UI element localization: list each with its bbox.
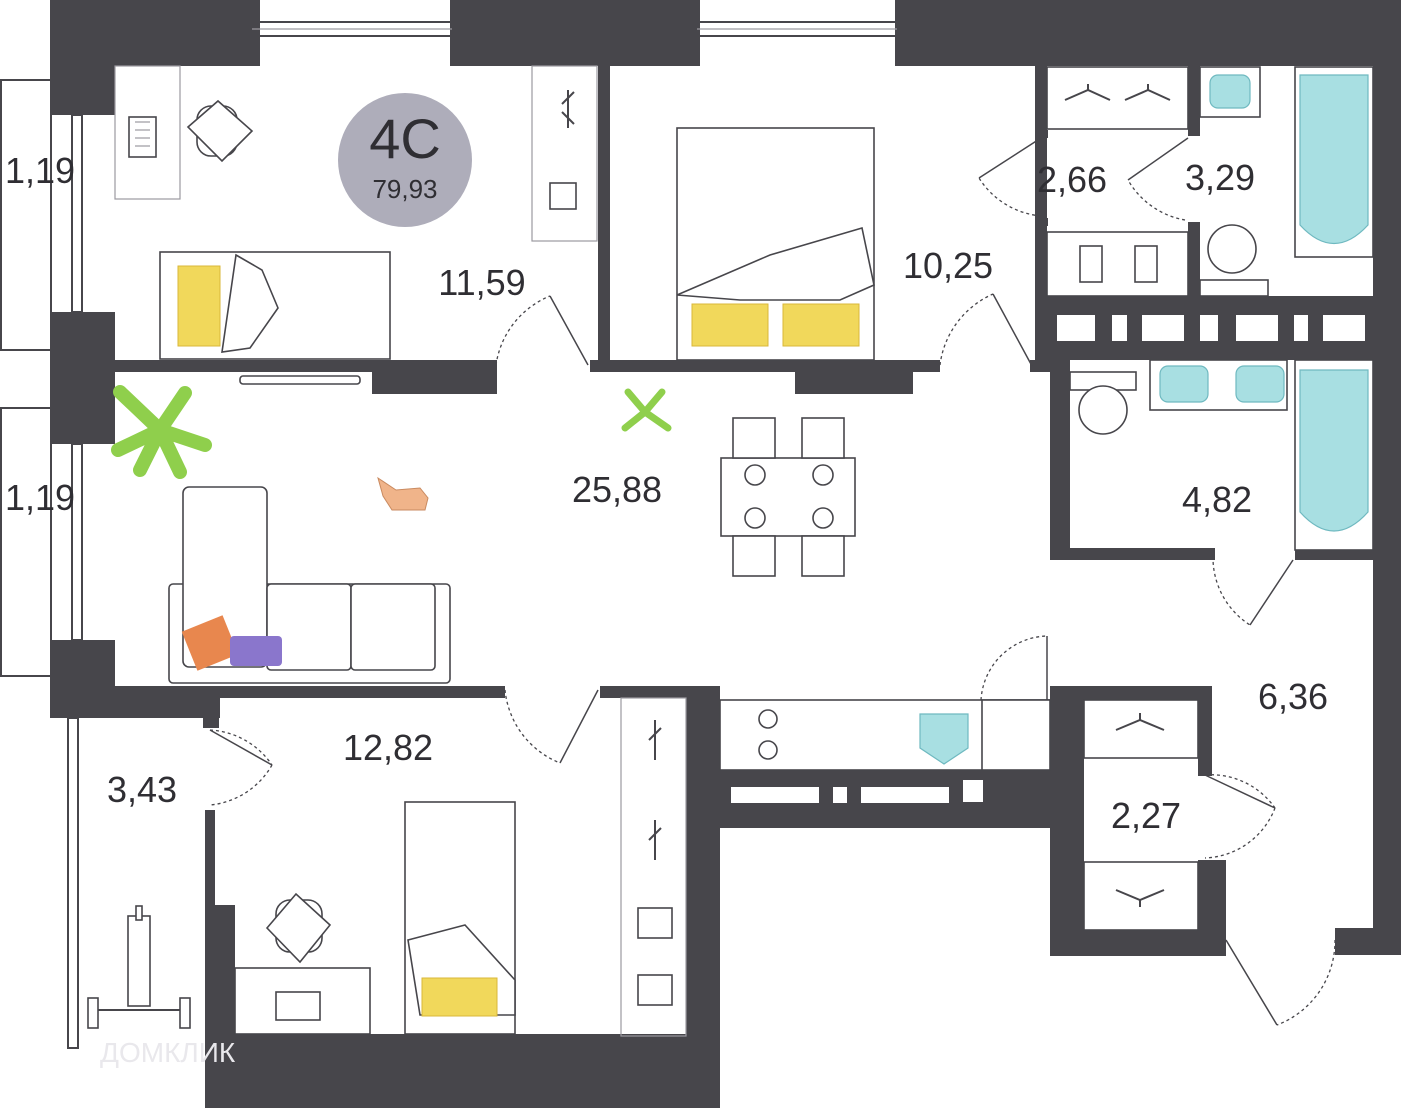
area-bedroom-top-left: 11,59 — [438, 262, 525, 303]
area-bath-top: 3,29 — [1185, 157, 1255, 198]
exercise-machine-icon — [87, 905, 191, 1029]
bathtub-icon — [1294, 66, 1374, 258]
balconies — [0, 79, 52, 677]
bedroom-bottom-furniture — [234, 697, 687, 1037]
cushion — [230, 636, 282, 666]
walls — [50, 0, 1401, 1108]
bedroom-top-left-furniture: 4С 79,93 — [114, 65, 598, 360]
living-furniture — [111, 375, 856, 684]
hanger-icon — [1064, 84, 1111, 101]
badge-type: 4С — [369, 107, 441, 170]
wardrobe-top-furniture — [1046, 66, 1189, 297]
hanger-icon — [648, 720, 662, 760]
area-balcony-mid: 1,19 — [5, 477, 75, 518]
pillow — [177, 265, 221, 347]
area-hall: 6,36 — [1258, 676, 1328, 717]
bathtub-icon — [1294, 359, 1374, 551]
bed-icon — [404, 801, 516, 1035]
bath-mid-furniture — [1069, 359, 1374, 551]
area-bath-mid: 4,82 — [1182, 479, 1252, 520]
computer-icon — [128, 116, 157, 158]
area-labels: 11,59 10,25 2,66 3,29 25,88 4,82 6,36 12… — [5, 150, 1328, 836]
hanger-icon — [561, 90, 575, 128]
computer-icon — [275, 991, 321, 1021]
bedroom-top-furniture — [676, 127, 875, 361]
dining-table-icon — [720, 417, 856, 577]
area-wardrobe-top: 2,66 — [1037, 159, 1107, 200]
doors — [209, 137, 1336, 1026]
chair-icon — [265, 892, 332, 964]
sink-icon — [1209, 74, 1251, 109]
dog-icon — [377, 476, 429, 511]
bed-icon — [159, 251, 391, 360]
sink-icon — [919, 713, 969, 765]
plant-icon — [111, 385, 212, 479]
hanger-icon — [648, 820, 662, 860]
watermark: ДОМКЛИК — [100, 1037, 236, 1068]
windows — [67, 21, 898, 1049]
kitchen-furniture — [719, 699, 1051, 771]
hanger-icon — [1124, 84, 1171, 101]
plant-icon — [621, 388, 672, 432]
area-balcony-top: 1,19 — [5, 150, 75, 191]
sink-icon — [1159, 365, 1209, 403]
loggia-furniture — [87, 905, 191, 1029]
area-bedroom-bottom: 12,82 — [343, 727, 433, 768]
bed-icon — [676, 127, 875, 361]
area-loggia: 3,43 — [107, 769, 177, 810]
cushion — [181, 615, 239, 671]
sink-icon — [1235, 365, 1285, 403]
area-wardrobe-bottom: 2,27 — [1111, 795, 1181, 836]
wall-openings — [731, 315, 1365, 803]
toilet-icon — [1199, 224, 1269, 297]
badge-total-area: 79,93 — [372, 174, 437, 204]
wardrobe-bottom-furniture — [1083, 699, 1199, 931]
pillow — [421, 977, 498, 1017]
area-bedroom-top: 10,25 — [903, 245, 993, 286]
bath-top-furniture — [1199, 66, 1374, 297]
chair-icon — [186, 99, 254, 163]
badge-circle — [338, 93, 472, 227]
pillow — [782, 303, 860, 347]
toilet-icon — [1069, 371, 1137, 435]
sofa-icon — [168, 486, 451, 684]
hanger-icon — [1115, 713, 1165, 731]
hanger-icon — [1115, 889, 1165, 907]
area-living: 25,88 — [572, 469, 662, 510]
pillow — [691, 303, 769, 347]
stove-icon — [758, 709, 778, 760]
